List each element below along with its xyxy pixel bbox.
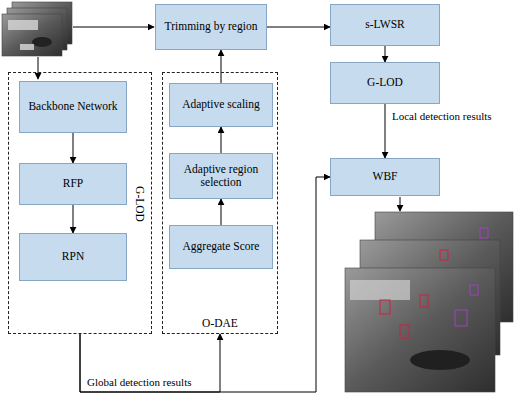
- input-arrow: [38, 57, 39, 79]
- box-label: WBF: [373, 170, 398, 183]
- process-box: Adaptive region selection: [169, 153, 273, 199]
- connector-arrow: [73, 133, 74, 163]
- box-label: Adaptive region selection: [174, 163, 268, 189]
- module-group: O-DAE Adaptive scalingAdaptive region sel…: [162, 72, 278, 334]
- connector-arrow: [73, 205, 74, 233]
- process-box: RPN: [19, 233, 127, 281]
- box-label: Aggregate Score: [183, 240, 260, 253]
- process-box: Adaptive scaling: [169, 83, 273, 127]
- process-box: Trimming by region: [155, 4, 267, 50]
- input-images: [2, 2, 72, 56]
- input-arrow: [73, 27, 154, 28]
- process-box: RFP: [19, 163, 127, 205]
- group-label: G-LOD: [134, 186, 146, 222]
- output-arrow: [400, 197, 401, 211]
- module-group: G-LOD Backbone NetworkRFP RPN: [8, 72, 152, 334]
- process-box: Backbone Network: [19, 81, 127, 133]
- output-images: [345, 212, 513, 392]
- edge-label: Local detection results: [391, 110, 497, 123]
- process-box: Aggregate Score: [169, 225, 273, 269]
- box-label: RPN: [62, 250, 84, 263]
- connector-arrow: [80, 177, 330, 392]
- group-label: O-DAE: [202, 317, 238, 329]
- box-label: G-LOD: [367, 76, 403, 89]
- connector-arrow: [221, 199, 222, 225]
- connector-arrow: [385, 46, 386, 62]
- process-box: s-LWSR: [330, 4, 440, 46]
- box-label: Adaptive scaling: [182, 98, 260, 111]
- box-label: s-LWSR: [365, 18, 404, 31]
- edge-label: Global detection results: [86, 376, 192, 389]
- connector-arrow: [385, 104, 386, 158]
- box-label: RFP: [63, 177, 83, 190]
- box-label: Backbone Network: [28, 100, 117, 113]
- connector-arrow: [221, 127, 222, 153]
- connector-arrow: [267, 27, 330, 28]
- connector-arrow: [80, 334, 220, 392]
- process-box: WBF: [330, 158, 440, 196]
- process-box: G-LOD: [330, 62, 440, 104]
- box-label: Trimming by region: [165, 20, 258, 33]
- connector-arrow: [221, 50, 222, 83]
